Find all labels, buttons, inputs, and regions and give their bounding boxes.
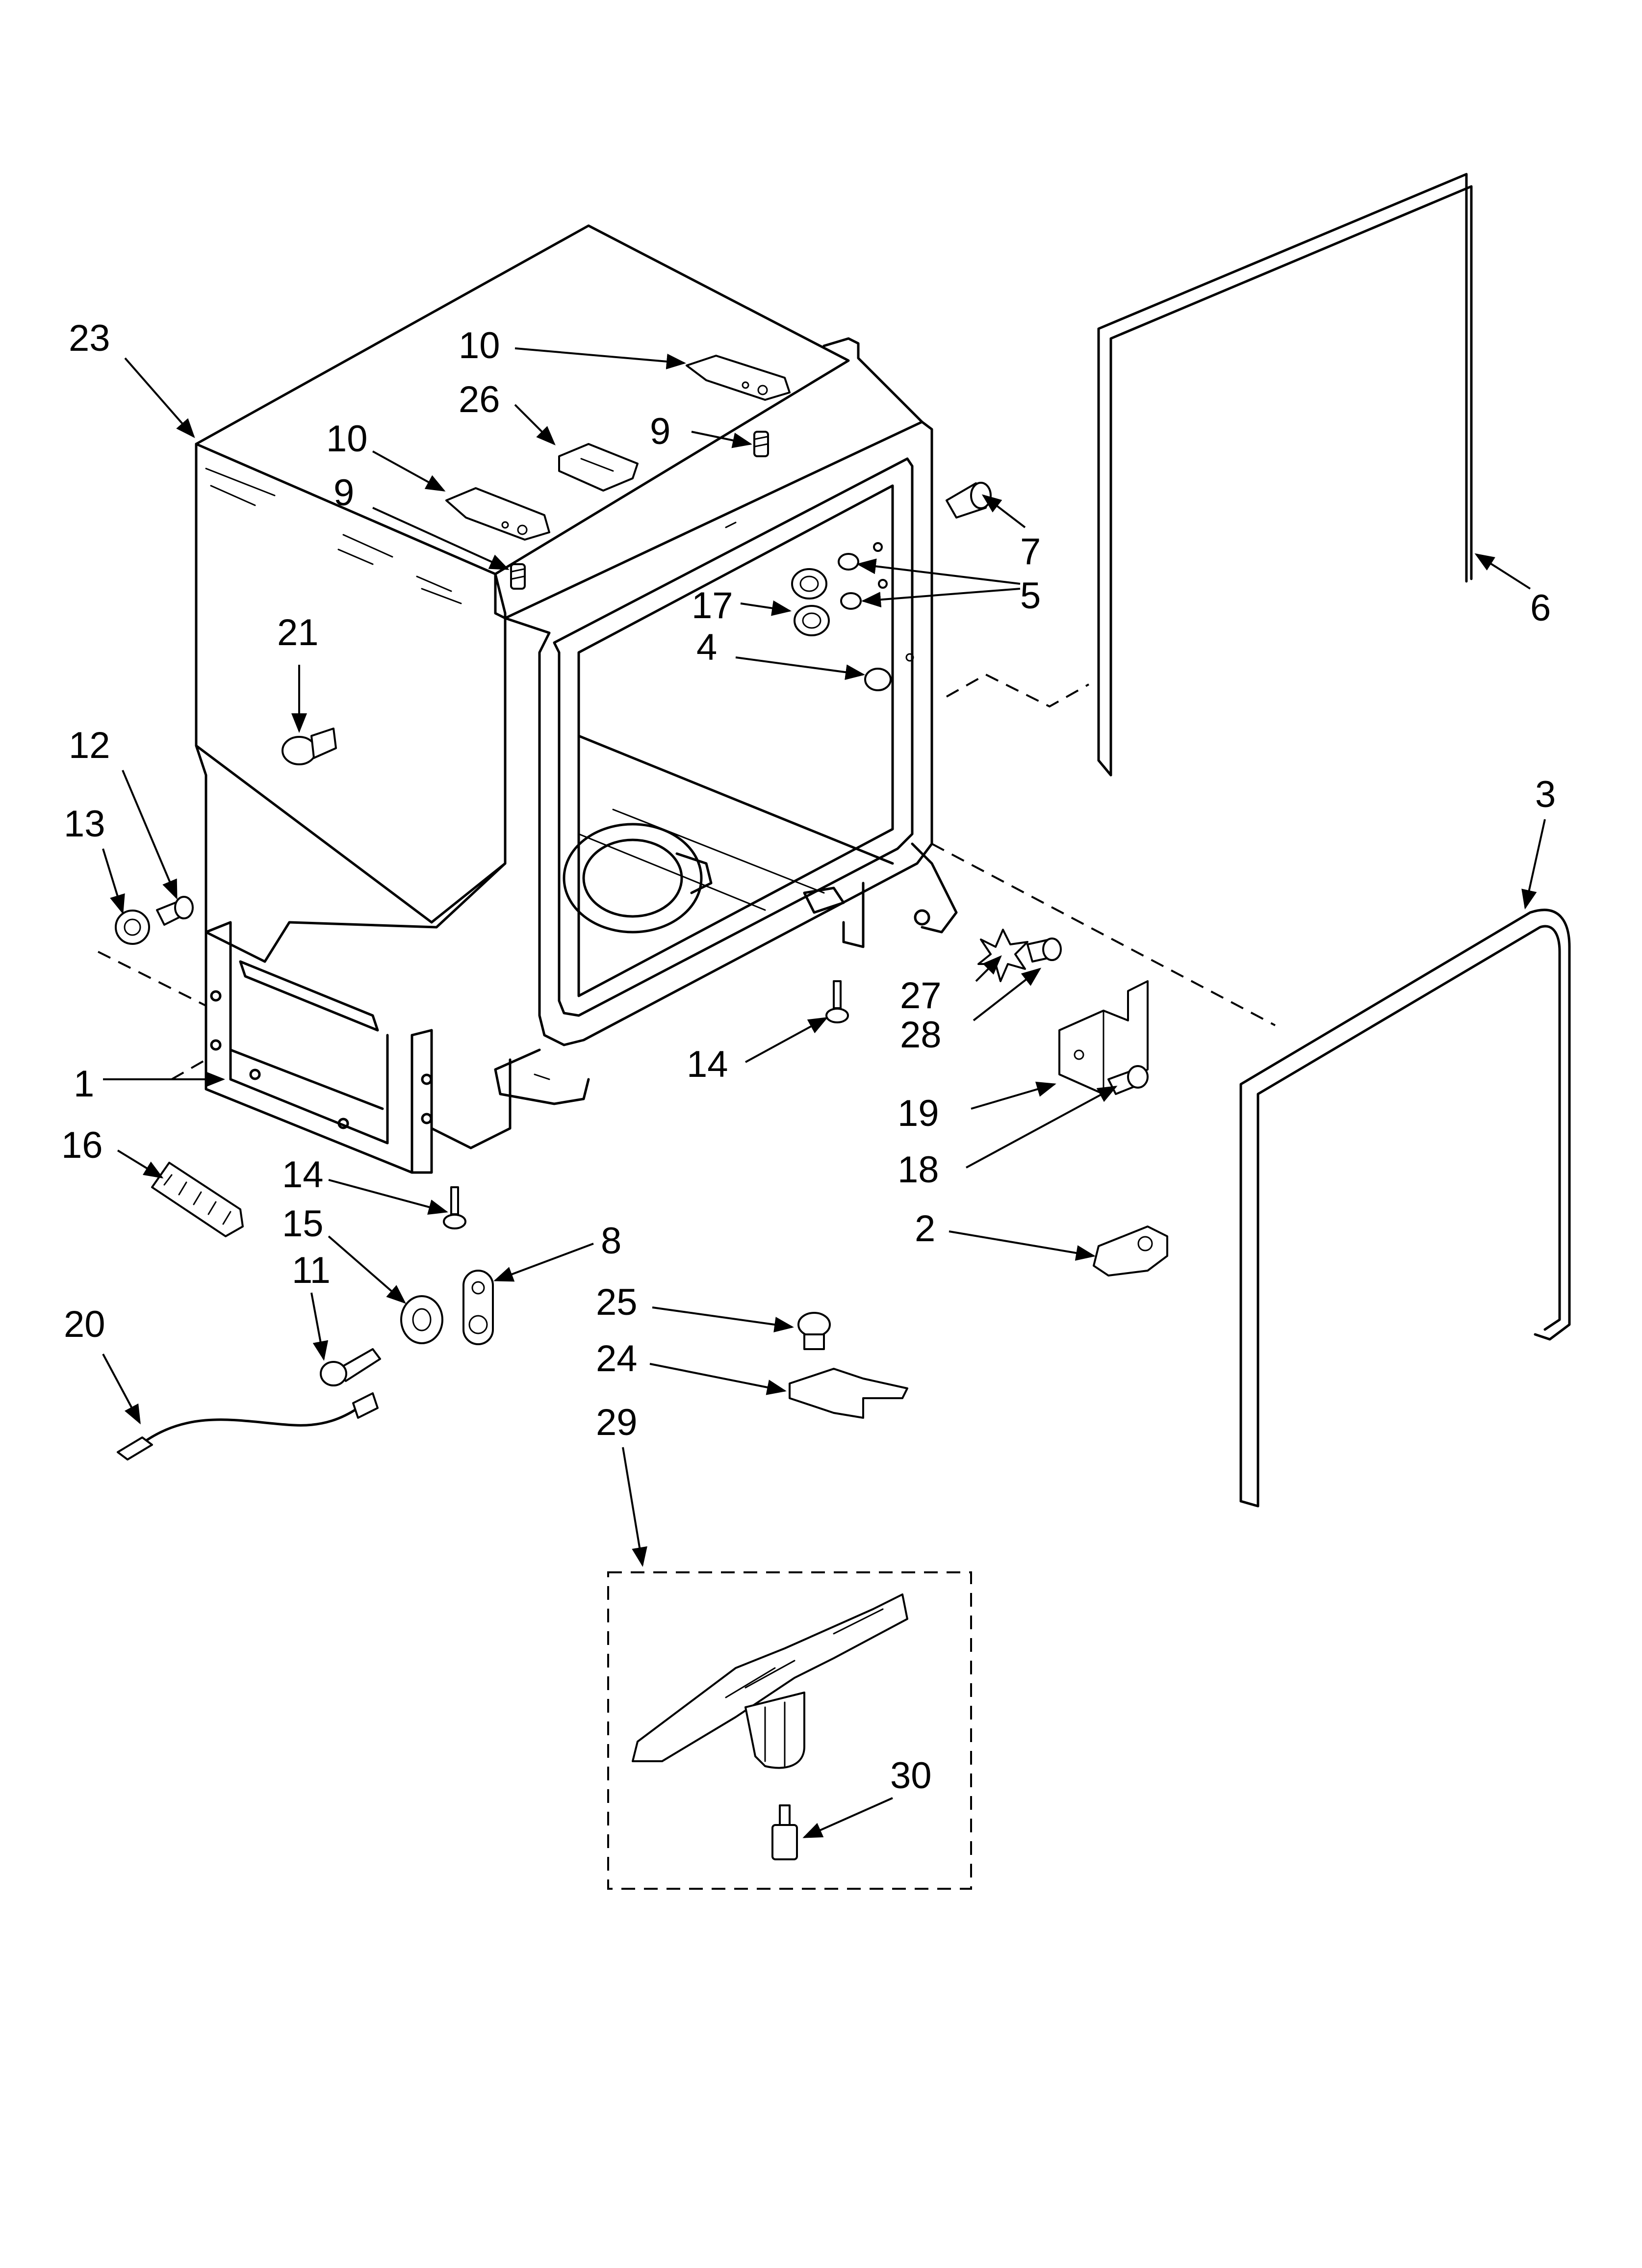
callout-27: 27 [900,975,942,1017]
callout-3: 3 [1535,774,1556,815]
leader-dashed-2 [931,843,1276,1026]
callout-6: 6 [1530,587,1551,629]
leveling-leg-left [443,1186,466,1229]
callout-24: 24 [596,1338,638,1380]
callout-16: 16 [61,1124,103,1166]
wheel [400,1295,443,1344]
callout-15: 15 [282,1203,324,1245]
mounting-bracket [1058,980,1149,1095]
leader-dashed-4 [171,1059,206,1080]
door-gasket-bottom [1239,909,1571,1508]
nut [115,910,150,945]
clip-plate [558,443,639,492]
float-switch [771,1804,798,1860]
callout-8: 8 [601,1220,621,1262]
callout-12: 12 [69,725,110,766]
callout-30: 30 [890,1755,932,1797]
ground-wire [117,1392,379,1460]
washers [838,542,888,610]
callout-2: 2 [915,1208,935,1250]
callout-5: 5 [1020,575,1041,617]
leader-dashed-1 [946,673,1089,708]
callout-28: 28 [900,1014,942,1056]
callout-20: 20 [64,1303,105,1345]
door-latch [1093,1225,1168,1277]
callout-4: 4 [696,626,717,668]
bolt [946,482,992,519]
callout-9-lower: 9 [334,472,354,514]
callout-14-right: 14 [687,1043,728,1085]
callout-10-upper: 10 [459,325,500,366]
switch-bracket [789,1368,908,1419]
screw-lower [510,563,526,590]
hinge-bracket-upper [686,355,791,401]
stop-bumper [864,653,914,691]
leader-dashed-3 [98,951,206,1007]
callout-10-lower: 10 [326,418,368,460]
filter-assembly-box [607,1571,972,1890]
screw-upper [753,431,769,457]
screw-28 [1026,938,1062,963]
leader-arrows [102,347,1546,1838]
door-gasket-side [1097,173,1473,777]
callout-26: 26 [459,379,500,420]
callout-17: 17 [692,585,733,626]
leveling-screw [156,896,194,926]
callout-21: 21 [277,612,319,653]
hinge-bracket-lower [445,487,550,541]
spring [151,1162,244,1237]
leveling-leg-right [825,980,849,1023]
callout-13: 13 [64,803,105,845]
wheel-bracket [462,1270,494,1345]
callout-29: 29 [596,1402,638,1443]
callout-23: 23 [69,317,110,359]
callout-11: 11 [292,1250,331,1291]
callout-25: 25 [596,1281,638,1323]
callout-labels: 23 10 26 9 10 9 7 5 17 4 6 21 12 3 13 27… [61,317,1556,1797]
callout-9-upper: 9 [650,411,670,452]
dishwasher-tub [195,224,958,1174]
callout-19: 19 [898,1093,939,1134]
roller-assembly [791,568,830,636]
sensor-switch [797,1312,831,1350]
callout-18: 18 [898,1149,939,1191]
hex-bolt [320,1348,381,1386]
callout-14-left: 14 [282,1154,324,1196]
callout-7: 7 [1020,531,1041,573]
plug-fastener [282,728,337,765]
callout-1: 1 [74,1063,94,1105]
star-washer [977,929,1028,982]
